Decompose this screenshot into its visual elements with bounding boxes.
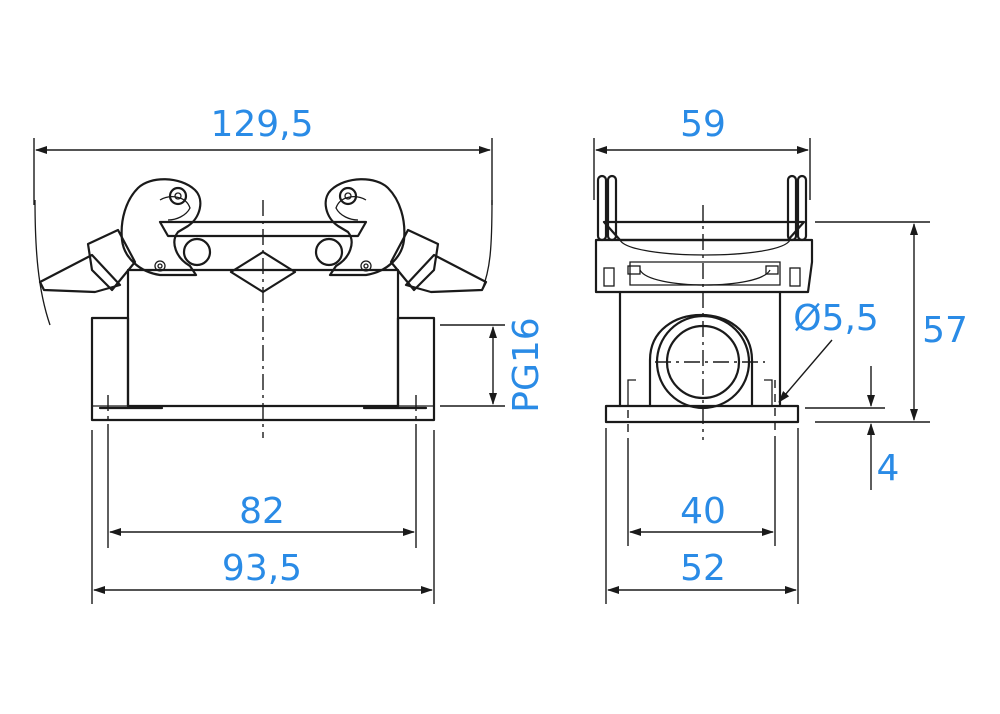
side-lid	[594, 238, 814, 294]
side-view	[594, 174, 814, 440]
front-dimensions	[33, 138, 505, 604]
dim-base-width-side: 52	[680, 548, 726, 589]
side-base	[604, 404, 800, 424]
dim-height-total: 57	[922, 310, 968, 351]
side-body	[618, 290, 782, 408]
front-lid	[158, 220, 368, 238]
dim-hole-diameter: Ø5,5	[793, 298, 879, 339]
dim-hole-spacing-front: 82	[239, 491, 285, 532]
side-left-ribs	[596, 174, 618, 242]
front-diamond-marker	[229, 250, 297, 294]
side-dimensions	[593, 138, 930, 604]
dim-hole-spacing-side: 40	[680, 491, 726, 532]
front-right-locking-lever	[314, 178, 488, 294]
front-view	[34, 178, 493, 440]
dim-overall-width-front: 129,5	[210, 104, 313, 145]
side-right-ribs	[786, 174, 808, 242]
dim-base-width-front: 93,5	[222, 548, 302, 589]
dim-cable-entry: PG16	[506, 317, 547, 412]
front-left-locking-lever	[38, 178, 212, 294]
dim-base-thickness: 4	[877, 448, 900, 489]
dim-width-side-top: 59	[680, 104, 726, 145]
dimension-labels: 129,5 82 93,5 PG16 59 40 52 57 4 Ø5,5	[210, 104, 967, 589]
